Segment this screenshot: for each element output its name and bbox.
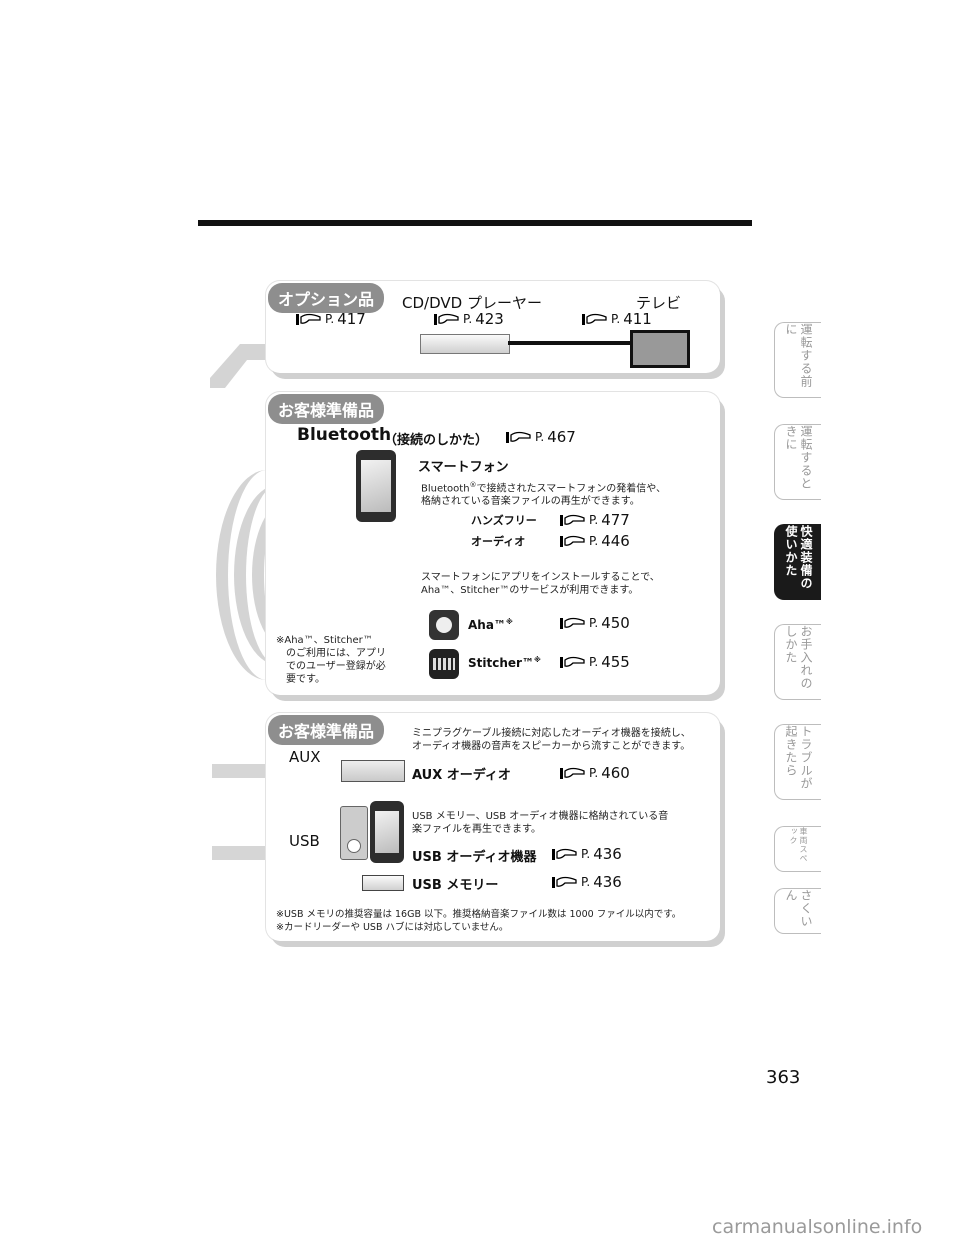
stitcher-label: Stitcher™※: [468, 656, 541, 670]
pointing-hand-icon: [552, 876, 577, 888]
cd-dvd-ref[interactable]: P.423: [434, 310, 504, 328]
pointing-hand-icon: [434, 313, 459, 325]
tab-troubleshooting[interactable]: トラブルが起きたら: [774, 724, 821, 800]
options-ref[interactable]: P.417: [296, 310, 366, 328]
smartphone-description: Bluetooth®で接続されたスマートフォンの発着信や、 格納されている音楽フ…: [421, 481, 666, 508]
aha-label: Aha™※: [468, 618, 513, 632]
tab-before-driving[interactable]: 運転する前に: [774, 322, 821, 398]
pointing-hand-icon: [552, 848, 577, 860]
bluetooth-panel: [266, 392, 720, 695]
tab-maintenance[interactable]: お手入れのしかた: [774, 624, 821, 700]
tv-image: [630, 330, 690, 368]
smartphone-image: [356, 450, 396, 522]
handsfree-ref[interactable]: P.477: [560, 511, 630, 529]
aha-app-icon: [429, 610, 459, 640]
page-number: 363: [766, 1067, 801, 1088]
usb-memory-label: USB メモリー: [412, 878, 499, 893]
aha-ref[interactable]: P.450: [560, 614, 630, 632]
usb-notes: ※USB メモリの推奨容量は 16GB 以下。推奨格納音楽ファイル数は 1000…: [276, 909, 682, 933]
handsfree-label: ハンズフリー: [471, 514, 537, 527]
usb-memory-image: [362, 875, 404, 891]
aux-description: ミニプラグケーブル接続に対応したオーディオ機器を接続し、 オーディオ機器の音声を…: [412, 728, 691, 752]
pointing-hand-icon: [506, 431, 531, 443]
cd-dvd-player-image: [420, 334, 510, 354]
usb-audio-label: USB オーディオ機器: [412, 850, 537, 865]
aux-audio-label: AUX オーディオ: [412, 768, 511, 783]
tab-index[interactable]: さくいん: [774, 888, 821, 934]
aux-audio-device-image: [341, 760, 405, 782]
pointing-hand-icon: [296, 313, 321, 325]
cable-line: [508, 341, 630, 345]
app-description: スマートフォンにアプリをインストールすることで、 Aha™、Stitcher™の…: [421, 572, 660, 596]
smartphone-title: スマートフォン: [418, 460, 509, 475]
tab-while-driving[interactable]: 運転するときに: [774, 424, 821, 500]
pointing-hand-icon: [560, 535, 585, 547]
aux-audio-ref[interactable]: P.460: [560, 764, 630, 782]
options-label: オプション品: [268, 283, 385, 313]
customer-label-1: お客様準備品: [268, 394, 385, 424]
pointing-hand-icon: [560, 514, 585, 526]
bluetooth-ref[interactable]: P.467: [506, 428, 576, 446]
aha-stitcher-note: ※Aha™、Stitcher™ のご利用には、アプリ でのユーザー登録が必 要で…: [276, 635, 386, 685]
audio-ref[interactable]: P.446: [560, 532, 630, 550]
pointing-hand-icon: [582, 313, 607, 325]
usb-memory-ref[interactable]: P.436: [552, 873, 622, 891]
stitcher-ref[interactable]: P.455: [560, 653, 630, 671]
pointing-hand-icon: [560, 617, 585, 629]
tv-title: テレビ: [636, 294, 682, 312]
tab-vehicle-specs[interactable]: 車両スペック: [774, 826, 821, 872]
portable-player-image: [340, 806, 368, 860]
pointing-hand-icon: [560, 767, 585, 779]
bluetooth-title: Bluetooth: [297, 425, 392, 445]
watermark: carmanualsonline.info: [712, 1216, 923, 1238]
customer-label-2: お客様準備品: [268, 715, 385, 745]
cd-dvd-title: CD/DVD プレーヤー: [402, 294, 542, 312]
tv-ref[interactable]: P.411: [582, 310, 652, 328]
pointing-hand-icon: [560, 656, 585, 668]
usb-label: USB: [289, 832, 320, 850]
usb-smartphone-image: [370, 801, 404, 863]
usb-audio-ref[interactable]: P.436: [552, 845, 622, 863]
stitcher-app-icon: [429, 649, 459, 679]
header-rule: [198, 220, 752, 226]
tab-comfort-equipment[interactable]: 快適装備の使いかた: [774, 524, 821, 600]
aux-label: AUX: [289, 748, 321, 766]
usb-description: USB メモリー、USB オーディオ機器に格納されている音 楽ファイルを再生でき…: [412, 811, 669, 835]
bluetooth-subtitle: （接続のしかた）: [384, 433, 489, 448]
audio-label: オーディオ: [471, 535, 526, 548]
